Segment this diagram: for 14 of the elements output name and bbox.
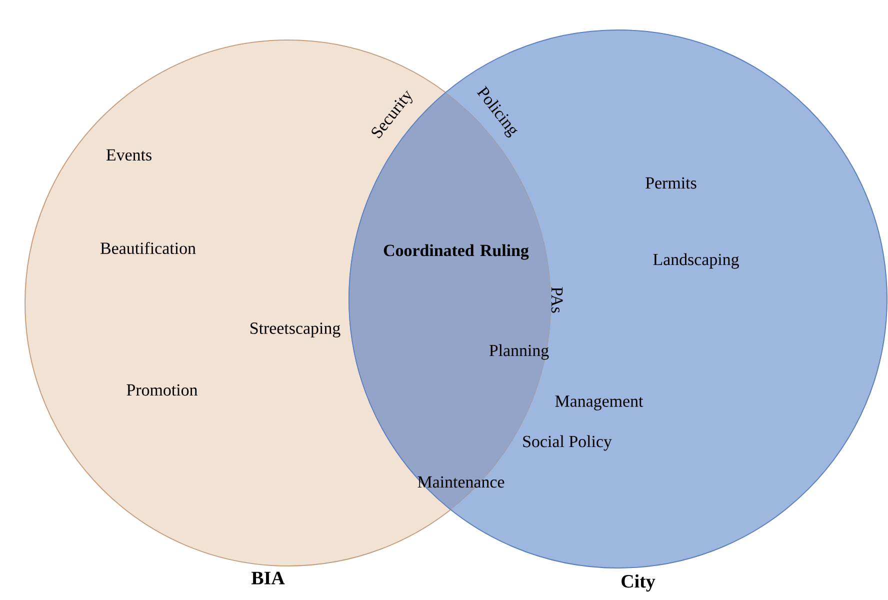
set-item-label: Landscaping bbox=[653, 253, 739, 269]
set-item-label: Streetscaping bbox=[250, 322, 340, 338]
set-item-label: Coordinated Ruling bbox=[384, 244, 529, 260]
set-item-label: Maintenance bbox=[418, 476, 504, 488]
set-item-label: Beautification bbox=[100, 242, 196, 254]
set-item-label: Management bbox=[555, 396, 644, 410]
set-item-label: Events bbox=[106, 149, 152, 161]
node-label: BIA bbox=[251, 572, 285, 584]
set-item-label: Promotion bbox=[126, 384, 198, 396]
set-item-label: Social Policy bbox=[523, 435, 612, 451]
node-label: City bbox=[622, 574, 656, 592]
set-item-label: Planning bbox=[489, 344, 549, 360]
set-item-label: Permits bbox=[646, 177, 696, 189]
set-item-label: PAs bbox=[551, 287, 563, 313]
